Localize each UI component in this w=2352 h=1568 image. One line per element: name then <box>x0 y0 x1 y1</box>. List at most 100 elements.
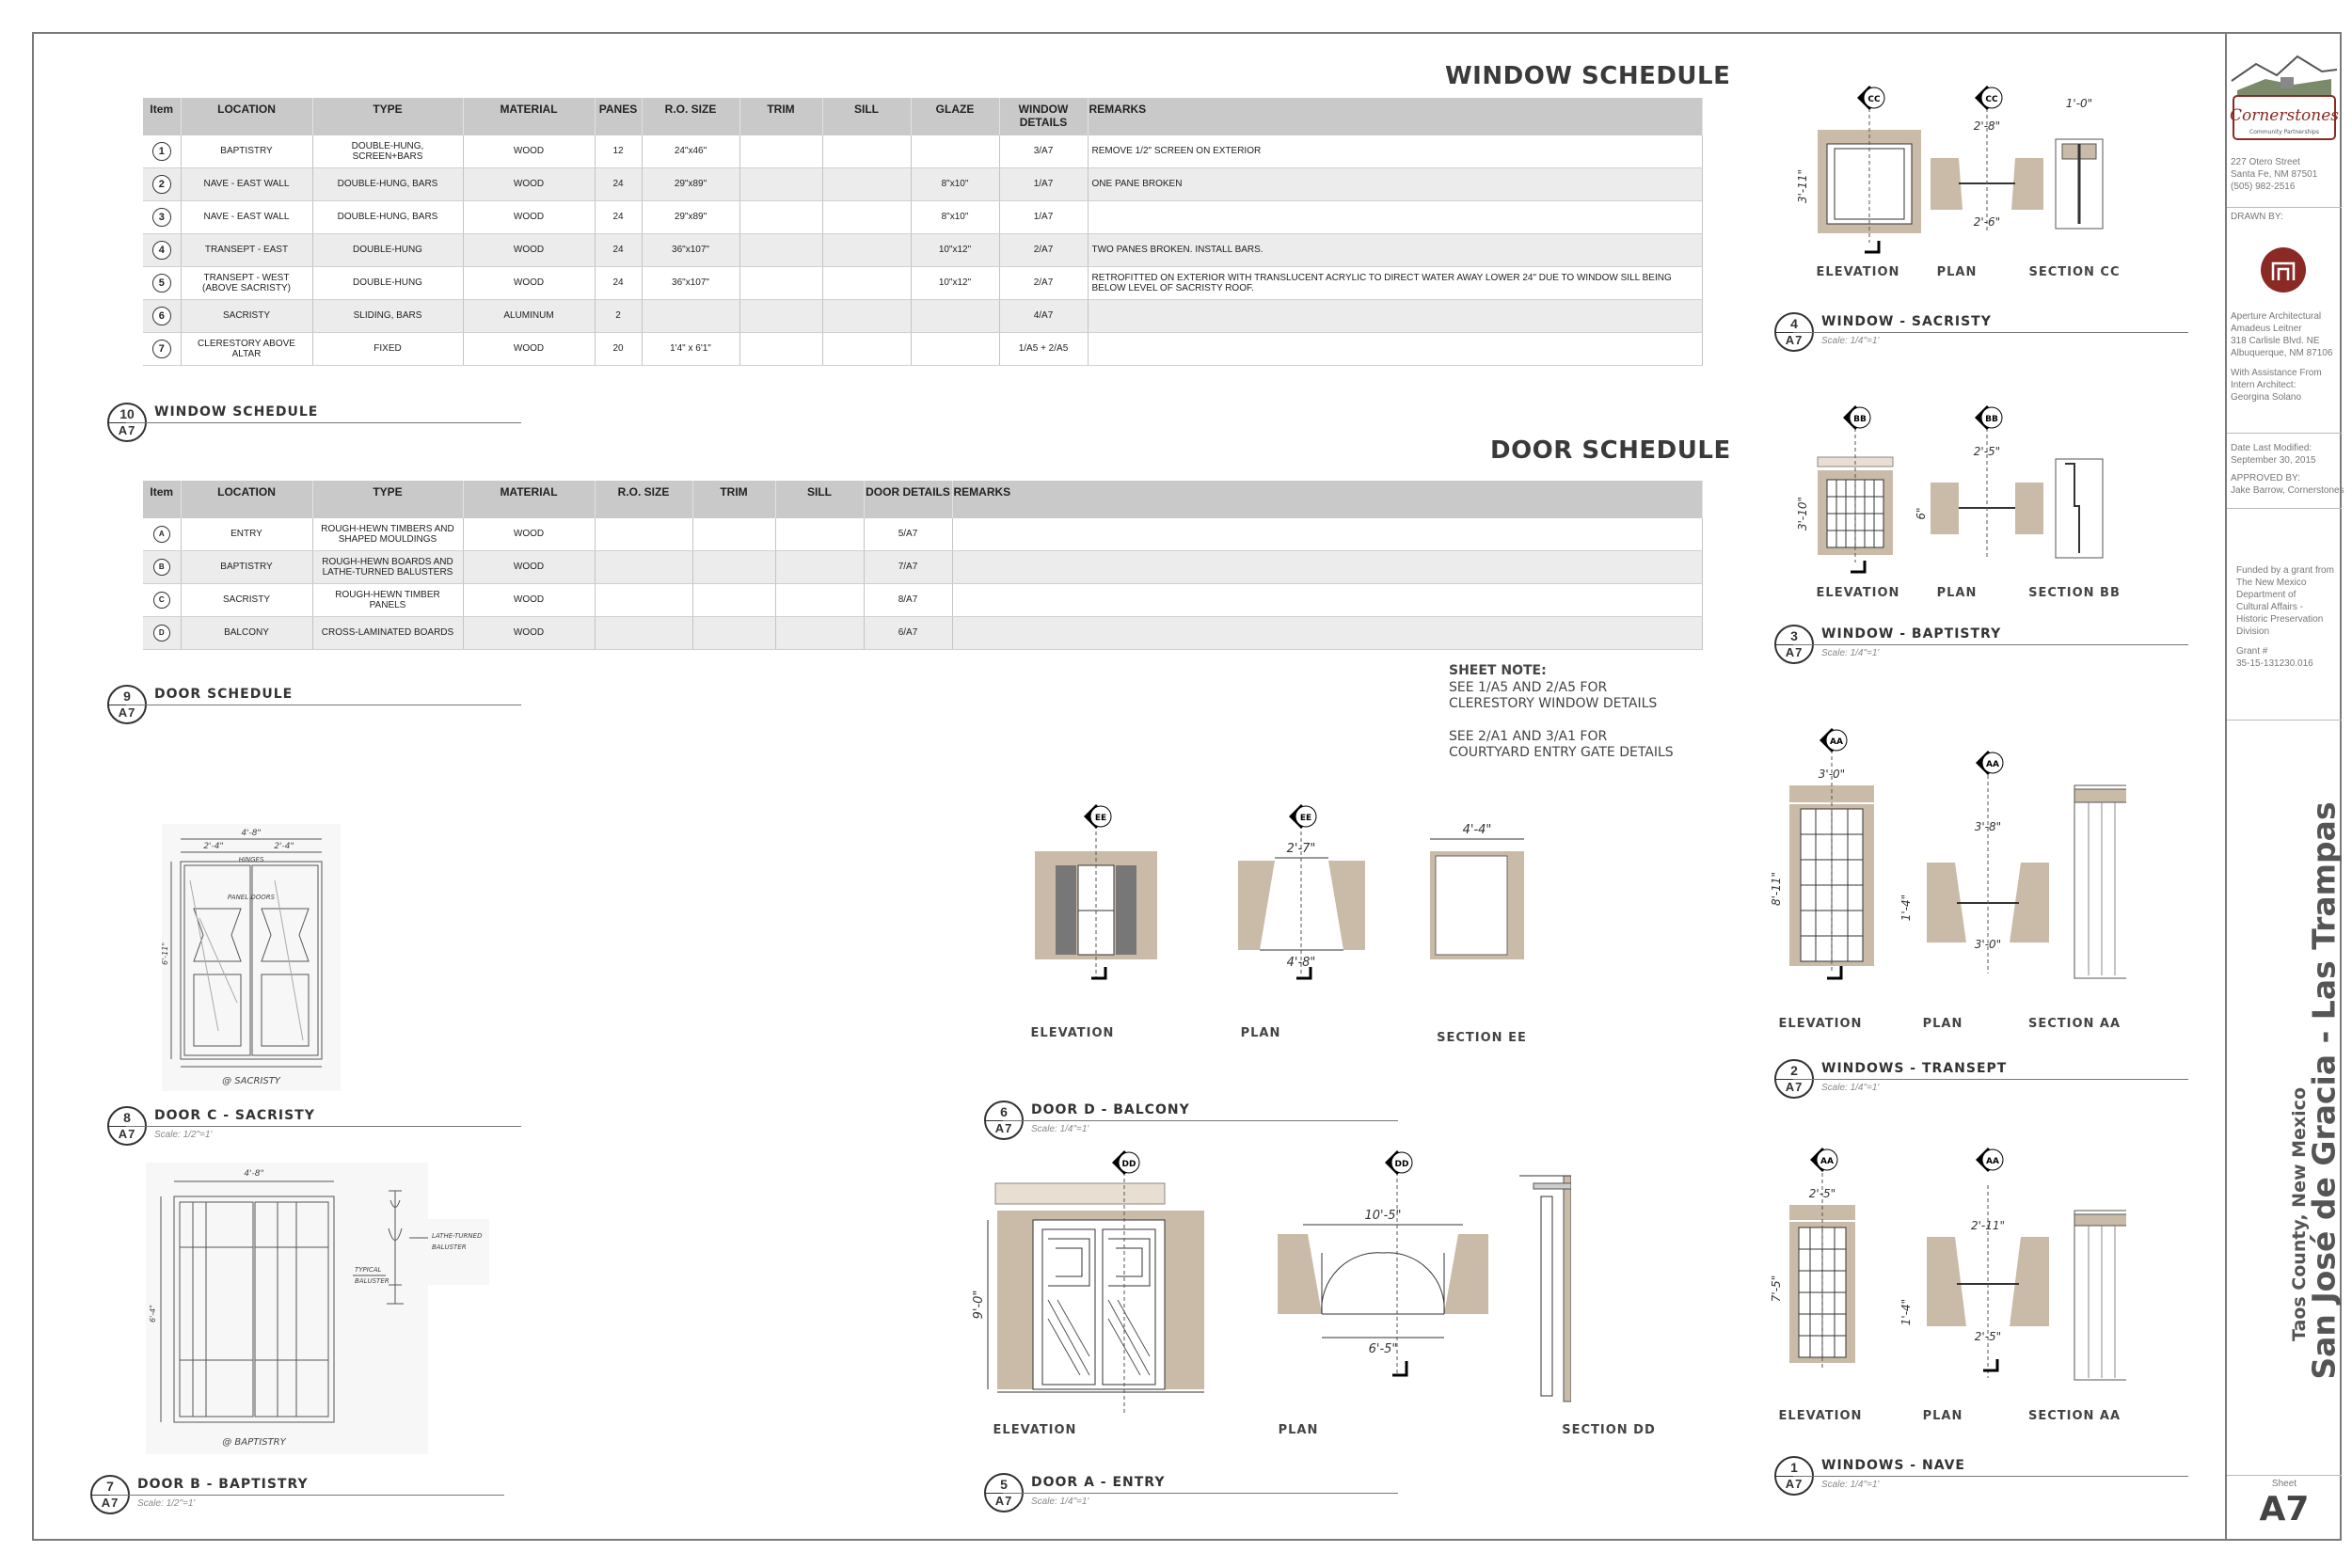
table-cell-sill <box>775 518 865 551</box>
divider <box>2227 508 2342 509</box>
title-underline <box>1793 644 2188 645</box>
door-d-balcony-drawings: EE EE 2'-7" 4'-8" 4'-4" <box>1035 804 1524 980</box>
aperture-logo <box>2261 247 2306 293</box>
door-schedule-heading: DOOR SCHEDULE <box>1490 436 1731 465</box>
table-cell-trim <box>739 200 823 234</box>
dimension-label: 2'-5" <box>1975 1330 2001 1343</box>
svg-text:DD: DD <box>1395 1160 1409 1169</box>
sketch-note: BALUSTER <box>432 1243 467 1251</box>
table-cell-details: 4/A7 <box>999 299 1089 333</box>
section-marker-dd: DD <box>1112 1150 1140 1175</box>
table-cell-ro: 29"x89" <box>642 167 740 201</box>
svg-text:AA: AA <box>1986 1157 1999 1166</box>
column-header: LOCATION <box>181 481 313 518</box>
dimension-label: 8'-11" <box>1770 872 1783 906</box>
table-cell-trim <box>692 583 776 617</box>
svg-text:EE: EE <box>1095 814 1106 823</box>
table-cell-location: ENTRY <box>181 518 313 551</box>
svg-text:Cornerstones: Cornerstones <box>2230 106 2339 125</box>
table-cell-material: WOOD <box>463 167 596 201</box>
project-title: San José de Gracia - Las Trampas <box>2305 801 2343 1380</box>
sheet-note-heading: SHEET NOTE: <box>1449 663 1547 678</box>
drawing-number: 2 <box>1790 1063 1798 1078</box>
table-cell-type: DOUBLE-HUNG, SCREEN+BARS <box>312 135 464 168</box>
title-underline <box>1793 332 2188 333</box>
table-cell-details: 1/A7 <box>999 200 1089 234</box>
dimension-label: 3'-11" <box>1796 169 1809 203</box>
svg-text:AA: AA <box>1830 737 1843 747</box>
table-cell-glaze <box>911 299 1000 333</box>
sheet-note-line: SEE 1/A5 AND 2/A5 FOR <box>1449 679 1608 695</box>
svg-text:AA: AA <box>1820 1157 1834 1166</box>
table-cell-glaze <box>911 135 1000 168</box>
title-underline <box>1793 1476 2188 1477</box>
drawing-number: 9 <box>123 689 131 704</box>
table-cell-remarks <box>952 518 1703 551</box>
sketch-dim: 2'-4" <box>203 842 223 851</box>
table-cell-ro <box>595 583 693 617</box>
item-tag: D <box>152 625 170 641</box>
table-cell-type: DOUBLE-HUNG, BARS <box>312 200 464 234</box>
view-label-section-cc: SECTION CC <box>2028 265 2121 279</box>
table-cell-location: NAVE - EAST WALL <box>181 200 313 234</box>
table-cell-ro: 1'4" x 6'1" <box>642 332 740 366</box>
svg-text:CC: CC <box>1985 95 1998 104</box>
table-cell-glaze: 8"x10" <box>911 200 1000 234</box>
item-tag: 1 <box>151 142 171 161</box>
sketch-note: TYPICAL <box>355 1266 382 1274</box>
drawing-title: WINDOW - BAPTISTRY <box>1821 626 2002 641</box>
dimension-label: 4'-8" <box>1287 956 1316 970</box>
table-cell-sill <box>775 550 865 584</box>
column-header: R.O. SIZE <box>595 481 693 518</box>
dimension-label: 2'-5" <box>1809 1187 1836 1200</box>
table-cell-ro: 24"x46" <box>642 135 740 168</box>
table-cell-glaze: 10"x12" <box>911 233 1000 267</box>
dimension-label: 2'-11" <box>1971 1219 2005 1232</box>
sketch-dim: 2'-4" <box>274 842 294 851</box>
table-cell-item: C <box>143 583 182 617</box>
sketch-note: PANEL DOORS <box>228 894 276 901</box>
table-cell-glaze: 8"x10" <box>911 167 1000 201</box>
sheet-ref: A7 <box>1785 1080 1804 1094</box>
sheet-label: Sheet <box>2271 1479 2297 1489</box>
dimension-label: 2'-8" <box>1974 119 2000 133</box>
sheet-ref: A7 <box>1785 1477 1804 1491</box>
table-cell-details: 1/A7 <box>999 167 1089 201</box>
drawing-title: DOOR A - ENTRY <box>1031 1475 1166 1490</box>
section-marker-dd: DD <box>1385 1150 1413 1175</box>
table-cell-material: WOOD <box>463 550 596 584</box>
table-cell-type: SLIDING, BARS <box>312 299 464 333</box>
table-cell-ro <box>642 299 740 333</box>
sheet-ref: A7 <box>1785 645 1804 659</box>
table-cell-type: DOUBLE-HUNG, BARS <box>312 167 464 201</box>
table-cell-panes: 24 <box>595 233 643 267</box>
view-label-section-bb: SECTION BB <box>2028 586 2121 600</box>
table-cell-glaze: 10"x12" <box>911 266 1000 300</box>
column-header: SILL <box>822 98 912 135</box>
column-header: TYPE <box>312 481 464 518</box>
column-header: Item <box>143 481 182 518</box>
view-label-elevation: ELEVATION <box>1030 1026 1115 1040</box>
title-underline <box>126 1126 521 1127</box>
view-label-plan: PLAN <box>1278 1423 1319 1437</box>
table-cell-remarks <box>952 583 1703 617</box>
table-cell-panes: 24 <box>595 200 643 234</box>
table-cell-sill <box>822 233 912 267</box>
drawing-number: 5 <box>1000 1477 1008 1492</box>
dimension-label: 3'-0" <box>1975 938 2001 951</box>
column-header: GLAZE <box>911 98 1000 135</box>
door-c-sacristy-sketch: 4'-8" 2'-4" 2'-4" HINGES PANEL DOORS 6'-… <box>162 824 341 1091</box>
drawing-number: 10 <box>119 406 135 421</box>
sheet-ref: A7 <box>994 1121 1013 1135</box>
table-cell-trim <box>739 167 823 201</box>
project-location: Taos County, New Mexico <box>2289 1086 2310 1342</box>
table-cell-panes: 2 <box>595 299 643 333</box>
table-cell-item: 2 <box>143 167 182 201</box>
dimension-label: 2'-5" <box>1974 445 2000 458</box>
section-marker-aa: AA <box>1810 1148 1838 1172</box>
